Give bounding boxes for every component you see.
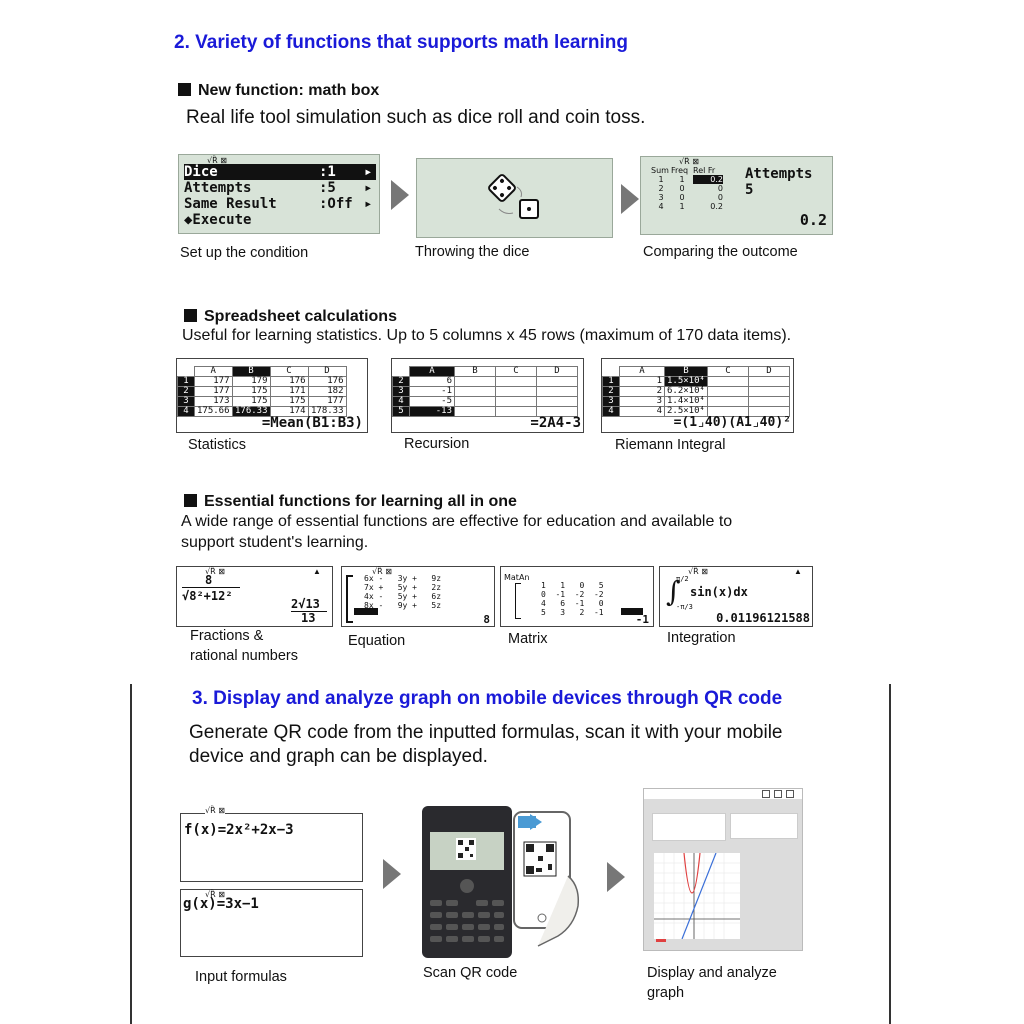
dice-throw-screen xyxy=(416,158,613,238)
caption-comparing: Comparing the outcome xyxy=(643,244,798,260)
section-2-title: 2. Variety of functions that supports ma… xyxy=(174,32,628,53)
integration-lower: -π/3 xyxy=(676,603,693,611)
lcd-indicator: √Ȑ ⊠ xyxy=(679,157,699,166)
section-3-left-border xyxy=(130,684,132,1024)
graph-app-toolbar xyxy=(644,789,802,799)
formula-g-screen: √Ȑ ⊠ g(x)=3x−1 xyxy=(180,889,363,957)
caption-integration: Integration xyxy=(667,630,736,646)
fraction-result-denominator: 13 xyxy=(301,611,316,625)
mathbox-setup-screen: √Ȑ ⊠ Dice:1▸ Attempts:5▸ Same Result:Off… xyxy=(178,154,380,234)
graph-app-screen xyxy=(643,788,803,951)
essential-heading: Essential functions for learning all in … xyxy=(184,493,517,511)
mathbox-description: Real life tool simulation such as dice r… xyxy=(186,107,646,128)
lcd-indicator: √Ȑ ⊠ xyxy=(207,156,227,165)
section-3-title: 3. Display and analyze graph on mobile d… xyxy=(192,688,783,709)
mathbox-heading-text: New function: math box xyxy=(198,82,380,99)
section-3-description-line1: Generate QR code from the inputted formu… xyxy=(189,722,783,743)
menu-row-execute: ◆Execute xyxy=(184,212,252,228)
equation-result: 8 xyxy=(483,613,490,626)
caption-riemann: Riemann Integral xyxy=(615,437,726,453)
statistics-formula: =Mean(B1:B3) xyxy=(261,415,363,431)
caption-throwing: Throwing the dice xyxy=(415,244,530,260)
matrix-label: MatAn xyxy=(504,573,530,582)
arrow-right-icon xyxy=(391,180,409,210)
formula-g: g(x)=3x−1 xyxy=(183,896,259,912)
formula-f: f(x)=2x²+2x−3 xyxy=(184,822,294,838)
menu-row-dice: Dice:1▸ xyxy=(184,164,376,180)
menu-row-same-result: Same Result:Off▸ xyxy=(184,196,373,212)
caption-equation: Equation xyxy=(348,633,406,649)
formula-f-screen: √Ȑ ⊠ f(x)=2x²+2x−3 xyxy=(180,806,363,882)
fraction-result-numerator: 2√13 xyxy=(291,597,320,611)
caption-display-line1: Display and analyze xyxy=(647,965,777,981)
riemann-formula: =(1⌟40)(A1⌟40)² xyxy=(673,415,791,430)
attempts-value: 5 xyxy=(745,182,754,198)
caption-fractions-line1: Fractions & xyxy=(190,628,264,644)
mathbox-heading: New function: math box xyxy=(178,82,379,100)
section-3-description-line2: device and graph can be displayed. xyxy=(189,746,488,767)
arrow-right-icon xyxy=(607,862,625,892)
essential-description-line2: support student's learning. xyxy=(181,534,369,551)
caption-statistics: Statistics xyxy=(188,437,247,453)
arrow-right-icon xyxy=(621,184,639,214)
menu-row-attempts: Attempts:5▸ xyxy=(184,180,373,196)
arrow-right-icon xyxy=(383,859,401,889)
recursion-formula: =2A4-3 xyxy=(530,415,581,431)
integration-upper: π/2 xyxy=(676,575,689,583)
attempts-label: Attempts xyxy=(745,166,813,182)
spreadsheet-description: Useful for learning statistics. Up to 5 … xyxy=(182,327,792,344)
integral-sign-icon: ∫ xyxy=(666,575,681,608)
essential-description-line1: A wide range of essential functions are … xyxy=(181,513,733,530)
bullet-square-icon xyxy=(184,309,197,322)
matrix-result: -1 xyxy=(635,613,649,626)
bullet-square-icon xyxy=(178,83,191,96)
caption-fractions-line2: rational numbers xyxy=(190,648,298,664)
integration-screen: √Ȑ ⊠ ▲ ∫ π/2 -π/3 sin(x)dx 0.01196121588 xyxy=(659,566,813,627)
caption-input-formulas: Input formulas xyxy=(195,969,287,985)
caption-recursion: Recursion xyxy=(404,436,470,452)
result-value: 0.2 xyxy=(799,211,827,229)
caption-setup: Set up the condition xyxy=(180,245,309,261)
dice-icon xyxy=(488,174,539,219)
caption-display-line2: graph xyxy=(647,985,685,1001)
spreadsheet-heading: Spreadsheet calculations xyxy=(184,308,397,326)
calculator-phone-illustration xyxy=(422,806,580,958)
graph-plot xyxy=(654,853,740,939)
caption-matrix: Matrix xyxy=(508,631,548,647)
section-3-right-border xyxy=(889,684,891,1024)
integration-result: 0.01196121588 xyxy=(716,611,810,625)
fraction-screen: √Ȑ ⊠ ▲ 8 √8²+12² 2√13 13 xyxy=(176,566,333,627)
integration-expression: sin(x)dx xyxy=(690,585,748,599)
caption-scan-qr: Scan QR code xyxy=(423,965,518,981)
fraction-numerator: 8 xyxy=(205,573,213,587)
bullet-square-icon xyxy=(184,494,197,507)
fraction-denominator: √8²+12² xyxy=(182,589,233,603)
